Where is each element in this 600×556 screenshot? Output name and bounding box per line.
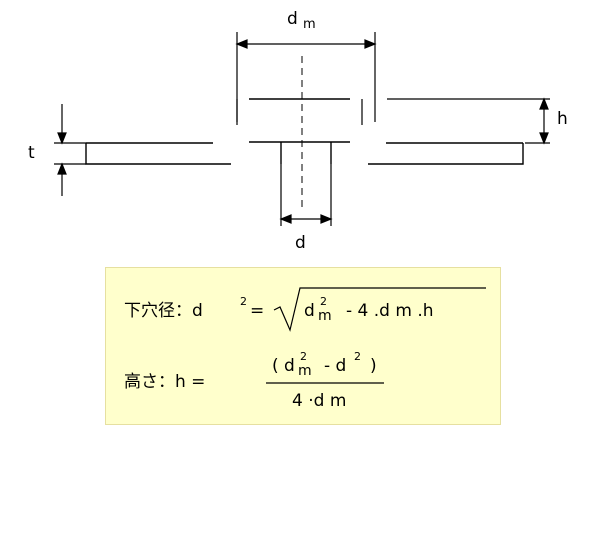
t-label: t — [28, 143, 35, 163]
formula2-name: 高さ：h = — [124, 372, 205, 392]
formula-box — [105, 267, 501, 425]
dm-dimension — [235, 32, 377, 122]
formula2-num-open: ( d — [272, 356, 295, 376]
formula2-num-sup2: 2 — [354, 350, 361, 363]
h-label: h — [557, 109, 568, 129]
dm-label: d — [287, 9, 298, 29]
formula2-den: 4 ·d m — [292, 391, 346, 411]
formula2-num-sup: 2 — [300, 350, 307, 363]
dm-label-subscript: m — [303, 17, 316, 32]
h-dimension — [387, 97, 550, 145]
t-dimension — [54, 104, 86, 196]
formula-prehole: 下穴径：d 2 = d 2 m - 4 .d m .h — [124, 287, 486, 332]
formula1-root-sup: 2 — [320, 295, 327, 308]
burring-diagram: d m h t d — [28, 9, 568, 253]
formula2-num-close: ) — [370, 356, 377, 376]
formula-height: 高さ：h = ( d 2 m - d 2 ) 4 ·d m — [124, 350, 384, 411]
sqrt-sign — [273, 287, 486, 332]
formula1-eq: = — [250, 301, 264, 321]
formula1-root-rest: - 4 .d m .h — [346, 301, 434, 321]
formula1-root-d: d — [304, 301, 315, 321]
formula1-name: 下穴径：d — [124, 301, 203, 321]
d-dimension — [279, 164, 333, 226]
part-outline — [85, 98, 524, 165]
formula2-num-sub: m — [298, 363, 312, 379]
formula1-root-sub: m — [318, 308, 332, 324]
d-label: d — [295, 233, 306, 253]
formula1-sup: 2 — [240, 295, 247, 308]
formula2-num-mid: - d — [324, 356, 346, 376]
